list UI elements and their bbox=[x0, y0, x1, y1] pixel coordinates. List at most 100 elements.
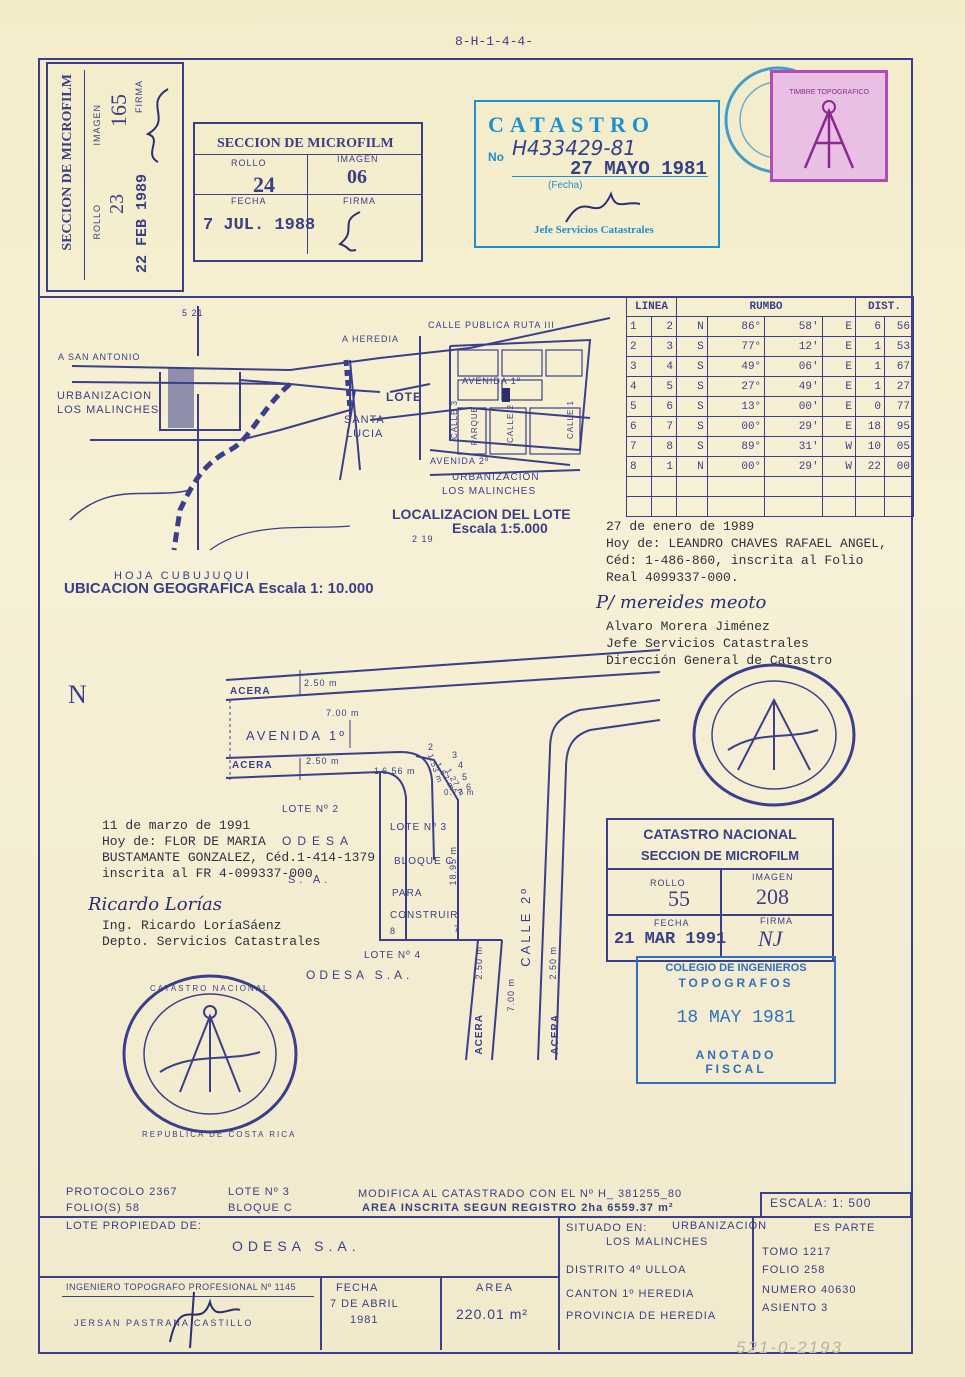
map-label-parque: PARQUE bbox=[470, 406, 479, 446]
rumbo-cell: 4 bbox=[651, 356, 677, 377]
catastro-stamp: CATASTRO No H433429-81 27 MAYO 1981 (Fec… bbox=[474, 100, 720, 248]
footer-line-ing bbox=[62, 1296, 314, 1297]
col-dist: DIST. bbox=[855, 296, 914, 317]
rumbo-cell: 29' bbox=[764, 456, 823, 477]
rumbo-cell: 1 bbox=[855, 376, 885, 397]
site-plan bbox=[225, 649, 660, 1061]
rumbo-cell: 6 bbox=[855, 316, 885, 337]
fecha-2: 1981 bbox=[350, 1314, 379, 1326]
rumbo-cell: 1 bbox=[651, 456, 677, 477]
header-divider bbox=[38, 296, 911, 298]
rumbo-cell: 95 bbox=[884, 416, 914, 437]
rumbo-cell: 7 bbox=[626, 436, 652, 457]
ingeniero-nombre: JERSAN PASTRANA CASTILLO bbox=[74, 1318, 254, 1328]
top-code: 8-H-1-4-4- bbox=[455, 34, 534, 49]
plan-odesa-2: ODESA S.A. bbox=[306, 968, 414, 982]
map-label-urbanizacion-2: URBANIZACION bbox=[452, 472, 540, 483]
rumbo-cell: 86° bbox=[706, 316, 766, 337]
rumbo-cell: 49° bbox=[706, 356, 766, 377]
plan-lote2: LOTE Nº 2 bbox=[282, 804, 340, 815]
folio: FOLIO(S) 58 bbox=[66, 1202, 140, 1214]
situado-label: SITUADO EN: bbox=[566, 1222, 648, 1234]
note-1991-signer: Ing. Ricardo LoríaSáenz Depto. Servicios… bbox=[102, 918, 320, 950]
map-label-santa: SANTA bbox=[344, 414, 385, 426]
rumbo-cell: 31' bbox=[764, 436, 823, 457]
note-1991-line4: inscrita al FR 4-099337-000. bbox=[102, 866, 321, 881]
plan-d250-right: 2.50 m bbox=[548, 946, 558, 980]
area-value: 220.01 m² bbox=[456, 1306, 529, 1322]
cn-fecha-value: 21 MAR 1991 bbox=[614, 930, 727, 949]
map-label-san-antonio: A SAN ANTONIO bbox=[58, 352, 141, 362]
plan-d250-left: 2.50 m bbox=[474, 946, 484, 980]
plan-d700b: 7.00 m bbox=[506, 978, 516, 1012]
footer-vsplit-3 bbox=[440, 1276, 442, 1350]
lote-propiedad-label: LOTE PROPIEDAD DE: bbox=[66, 1220, 202, 1232]
note-1989-line4: Real 4099337-000. bbox=[606, 570, 739, 585]
plan-acera-left: ACERA bbox=[474, 1014, 485, 1055]
rollo-label: ROLLO bbox=[231, 158, 267, 168]
rumbo-cell: 58' bbox=[764, 316, 823, 337]
numero: NUMERO 40630 bbox=[762, 1284, 857, 1296]
note-1991-signature: Ricardo Lorías bbox=[88, 894, 222, 915]
fecha-label: (Fecha) bbox=[548, 180, 583, 191]
rumbo-cell: 1 bbox=[626, 316, 652, 337]
footer-line-1: PROTOCOLO 2367 bbox=[66, 1186, 178, 1198]
footer-bloque: BLOQUE C bbox=[228, 1202, 293, 1214]
rumbo-cell: 27° bbox=[706, 376, 766, 397]
map-label-grid-219: 2 19 bbox=[412, 534, 434, 544]
signature-mark bbox=[145, 88, 169, 163]
plan-point-8: 8 bbox=[390, 926, 397, 936]
geographic-map bbox=[69, 306, 610, 551]
rumbo-cell: 2 bbox=[626, 336, 652, 357]
plan-d250-mid: 2.50 m bbox=[306, 756, 340, 766]
rumbo-cell: 3 bbox=[626, 356, 652, 377]
catastro-date: 27 MAYO 1981 bbox=[570, 158, 707, 180]
plan-sa-1: S. A. bbox=[288, 874, 332, 886]
plan-point-6: 6 bbox=[466, 782, 473, 792]
imagen-label: IMAGEN bbox=[337, 154, 379, 164]
ingeniero-label: INGENIERO TOPOGRAFO PROFESIONAL Nº 1145 bbox=[66, 1282, 297, 1292]
footer-lote: LOTE Nº 3 bbox=[228, 1186, 290, 1198]
rumbo-cell: 7 bbox=[651, 416, 677, 437]
distrito: DISTRITO 4º ULLOA bbox=[566, 1264, 687, 1276]
rumbo-cell: 89° bbox=[706, 436, 766, 457]
asiento: ASIENTO 3 bbox=[762, 1302, 829, 1314]
note-1991-dept: Depto. Servicios Catastrales bbox=[102, 934, 321, 949]
propietario-name: ODESA S.A. bbox=[232, 1238, 361, 1254]
note-1991: 11 de marzo de 1991 Hoy de: FLOR DE MARI… bbox=[102, 818, 375, 882]
rumbo-cell: E bbox=[821, 376, 857, 397]
map-ubicacion-title: UBICACION GEOGRAFICA Escala 1: 10.000 bbox=[64, 580, 374, 597]
plan-avenida: AVENIDA 1º bbox=[246, 728, 347, 743]
map-localizacion-title: LOCALIZACION DEL LOTE bbox=[392, 506, 571, 522]
plan-point-3: 3 bbox=[452, 750, 459, 760]
rumbo-cell: S bbox=[676, 416, 708, 437]
rumbo-cell: S bbox=[676, 336, 708, 357]
colegio-stamp: COLEGIO DE INGENIEROS TOPOGRAFOS 18 MAY … bbox=[636, 956, 836, 1084]
note-1989-signer: Alvaro Morera Jiménez Jefe Servicios Cat… bbox=[606, 618, 832, 669]
rumbo-cell: 00° bbox=[706, 456, 766, 477]
rumbo-cell: 00' bbox=[764, 396, 823, 417]
signature-mark bbox=[337, 211, 361, 252]
folio-2: FOLIO 258 bbox=[762, 1264, 826, 1276]
seal-top-text: CATASTRO NACIONAL bbox=[150, 984, 270, 993]
col-rumbo: RUMBO bbox=[676, 296, 856, 317]
map-label-heredia: A HEREDIA bbox=[342, 334, 400, 344]
colegio-date: 18 MAY 1981 bbox=[676, 1008, 796, 1028]
plan-para: PARA bbox=[392, 888, 423, 899]
rumbo-cell: 56 bbox=[884, 316, 914, 337]
map-label-malinches: LOS MALINCHES bbox=[57, 404, 160, 416]
map-localizacion-scale: Escala 1:5.000 bbox=[452, 520, 548, 536]
catastro-seal-left bbox=[122, 974, 298, 1134]
col-linea: LINEA bbox=[626, 296, 677, 317]
rumbo-cell: 27 bbox=[884, 376, 914, 397]
footer-modifica: MODIFICA AL CATASTRADO CON EL Nº H_ 3812… bbox=[358, 1188, 683, 1200]
area-label: AREA bbox=[476, 1282, 514, 1294]
fecha-value: 22 FEB 1989 bbox=[134, 174, 151, 274]
fecha-1: 7 DE ABRIL bbox=[330, 1298, 399, 1310]
colegio-anotado: ANOTADO bbox=[695, 1048, 777, 1062]
